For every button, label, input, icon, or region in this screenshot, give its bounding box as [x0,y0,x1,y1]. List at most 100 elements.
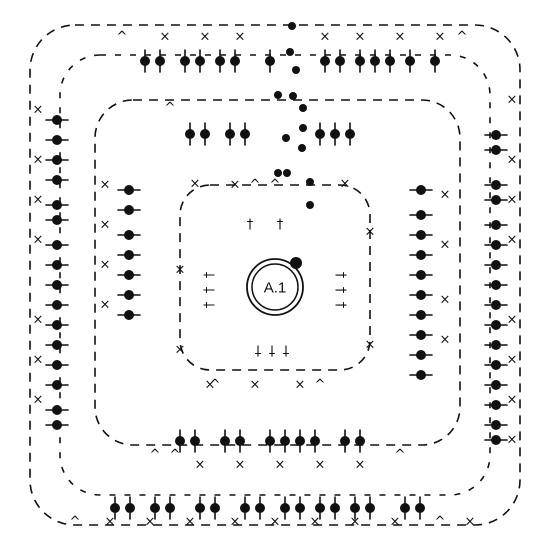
r3-top-stitch-6 [345,122,355,146]
r5-bottom-stitch-8 [280,496,290,520]
r3-left-stitch-3 [117,250,141,260]
treble-bottom-2: † [282,343,289,358]
inner-sc-1: × [340,177,351,192]
r5-right-stitch-10 [484,340,508,350]
r3-left-stitch-0 [117,185,141,195]
treble-top-1: † [277,218,284,233]
join-dot-2 [292,66,300,74]
outer-sc-0: × [160,30,171,45]
outer-sc-20: × [33,313,44,328]
treble-right-0: † [333,272,348,279]
outer-sc-23: × [507,93,518,108]
outer-sc-16: × [33,103,44,118]
outer-sc-27: × [507,313,518,328]
r5-bottom-stitch-1 [125,496,135,520]
mid-sc-11: × [315,458,326,473]
r5-top-stitch-9 [355,49,365,73]
r3-top-stitch-2 [225,122,235,146]
r5-right-stitch-12 [484,380,508,390]
mid-sc-4: × [440,188,451,203]
r5-right-stitch-11 [484,360,508,370]
r3-bottom-stitch-4 [265,429,275,453]
r5-bottom-stitch-10 [315,496,325,520]
inner-sc-6: × [205,378,216,393]
r5-right-stitch-1 [484,145,508,155]
r3-bottom-stitch-3 [235,429,245,453]
r3-top-stitch-3 [240,122,250,146]
outer-sc-8: × [145,515,156,530]
join-dot-12 [306,201,314,209]
treble-bottom-1: † [268,343,275,358]
outer-sc-13: × [350,515,361,530]
r3-right-stitch-2 [409,230,433,240]
outer-sc-3: × [320,30,331,45]
r5-right-stitch-3 [484,195,508,205]
r3-right-stitch-6 [409,310,433,320]
join-dot-4 [289,92,297,100]
join-dot-10 [283,169,291,177]
r3-left-stitch-4 [117,270,141,280]
mid-sc-10: × [275,458,286,473]
treble-top-0: † [247,218,254,233]
treble-bottom-0: † [254,343,261,358]
outer-sc-29: × [507,393,518,408]
r3-top-stitch-5 [330,122,340,146]
r5-top-stitch-6 [265,49,275,73]
outer-sc-26: × [507,233,518,248]
r5-right-stitch-9 [484,320,508,330]
r5-left-stitch-8 [45,280,69,290]
mid-sc-8: × [195,458,206,473]
treble-right-1: † [333,287,348,294]
r5-bottom-stitch-14 [400,496,410,520]
r5-right-stitch-7 [484,280,508,290]
outer-sc-21: × [33,353,44,368]
r5-left-stitch-6 [45,240,69,250]
outer-sc-5: × [395,30,406,45]
outer-sc-6: × [435,30,446,45]
r5-left-stitch-4 [45,200,69,210]
inner-sc-7: × [250,378,261,393]
r5-left-stitch-10 [45,320,69,330]
r3-top-stitch-1 [200,122,210,146]
inner-sc-5: × [365,338,376,353]
join-dot-0 [288,22,296,30]
outer-sc-25: × [507,193,518,208]
r5-right-stitch-6 [484,260,508,270]
r5-bottom-stitch-7 [255,496,265,520]
r5-right-stitch-13 [484,400,508,410]
outer-sc-28: × [507,353,518,368]
r5-top-stitch-3 [195,49,205,73]
join-dot-3 [274,91,282,99]
r3-bottom-stitch-8 [340,429,350,453]
r5-top-stitch-10 [370,49,380,73]
r3-bottom-stitch-1 [190,429,200,453]
inner-sc-4: × [175,343,186,358]
r5-right-stitch-8 [484,300,508,310]
outer-sc-14: × [390,515,401,530]
r5-bottom-stitch-2 [150,496,160,520]
round-3-outline [94,99,461,446]
r5-top-stitch-11 [385,49,395,73]
mid-inc-0: ^ [165,101,176,116]
r3-bottom-stitch-7 [310,429,320,453]
r5-right-stitch-5 [484,240,508,250]
mid-inc-2: ^ [395,448,406,463]
outer-sc-7: × [105,515,116,530]
inner-inc-3: ^ [270,178,281,193]
r5-left-stitch-15 [45,420,69,430]
outer-sc-11: × [270,515,281,530]
r5-bottom-stitch-3 [165,496,175,520]
r5-left-stitch-1 [45,135,69,145]
inner-sc-8: × [295,378,306,393]
mid-sc-1: × [100,218,111,233]
mid-sc-6: × [440,293,451,308]
join-dot-11 [306,178,314,186]
outer-sc-9: × [185,515,196,530]
r3-right-stitch-1 [409,210,433,220]
r5-bottom-stitch-0 [110,496,120,520]
r3-right-stitch-5 [409,290,433,300]
mid-sc-2: × [100,258,111,273]
magic-ring: A.1 [246,257,304,316]
outer-sc-2: × [235,30,246,45]
